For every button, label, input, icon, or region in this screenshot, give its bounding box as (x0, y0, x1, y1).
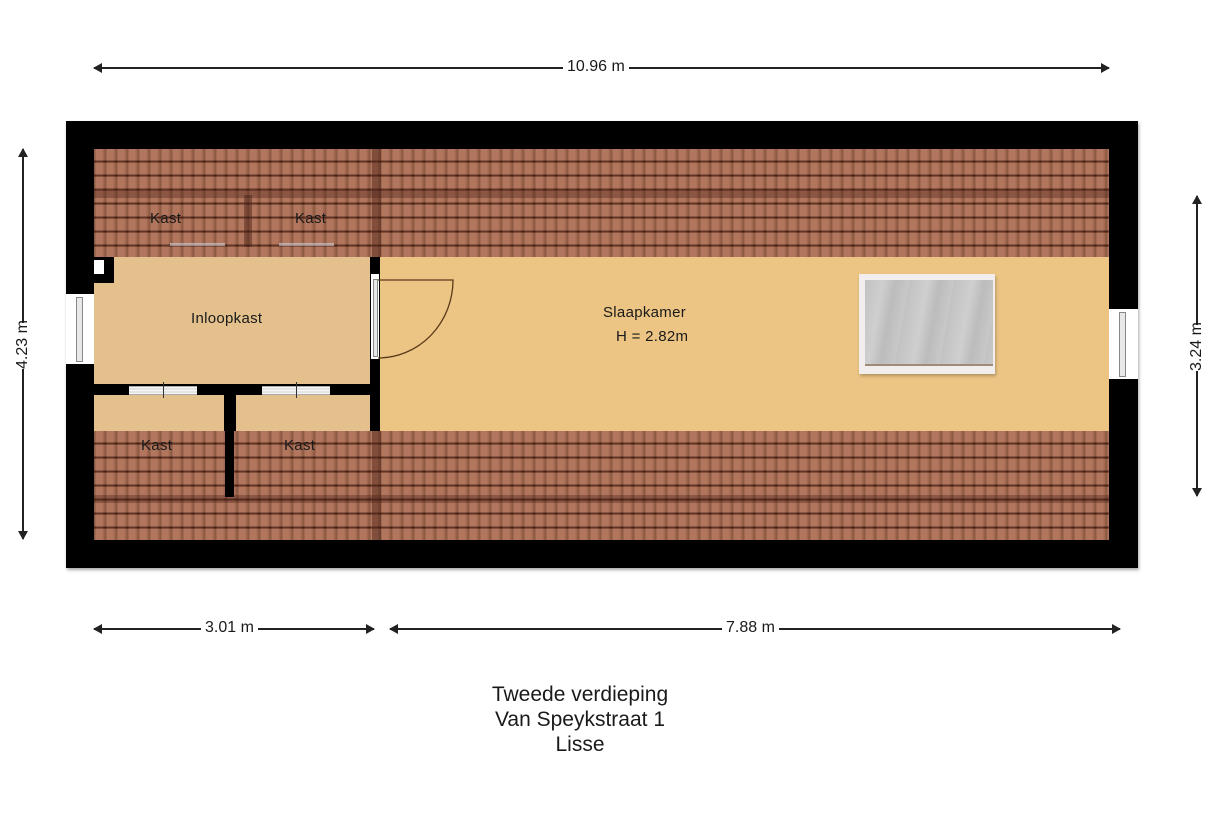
room-label-slaapkamer-height: H = 2.82m (616, 328, 689, 345)
slider-divider (296, 382, 297, 398)
floor-title: Tweede verdieping (491, 683, 669, 706)
skylight-glass (865, 280, 993, 366)
room-label-kast-bottom-left: Kast (141, 437, 173, 454)
room-label-slaapkamer: Slaapkamer (603, 304, 687, 321)
floor-inloopkast (94, 257, 372, 384)
room-label-kast-top-left: Kast (150, 210, 182, 227)
dimension-label-right-depth: 3.24 m (1184, 322, 1210, 371)
floor-slaapkamer (380, 257, 1109, 431)
sliding-door-bottom-right[interactable] (262, 382, 330, 398)
roof-ridge-band-bottom (94, 495, 1109, 503)
floor-kast-bottom-left (94, 395, 224, 431)
sliding-door-bottom-left[interactable] (129, 382, 197, 398)
dimension-label-total-width: 10.96 m (563, 58, 629, 76)
roof-ridge-band-top (94, 190, 1109, 198)
floor-kast-bottom-right (236, 395, 372, 431)
roof-slope-bottom (94, 431, 1109, 540)
chimney-vent (94, 260, 104, 274)
sliding-door-top-left (170, 243, 225, 246)
sliding-door-top-right (279, 243, 334, 246)
dimension-label-left-segment: 3.01 m (201, 619, 258, 637)
window-east[interactable] (1119, 312, 1126, 377)
skylight-window[interactable] (859, 274, 995, 374)
closet-divider-top (244, 195, 252, 247)
city-name: Lisse (555, 733, 605, 756)
wall-closets-horizontal (94, 385, 380, 395)
door-frame (373, 279, 378, 357)
roof-slope-top (94, 149, 1109, 257)
room-label-kast-bottom-right: Kast (284, 437, 316, 454)
window-west[interactable] (76, 297, 83, 362)
dimension-label-right-segment: 7.88 m (722, 619, 779, 637)
plan-caption: Tweede verdieping Van Speykstraat 1 Liss… (430, 682, 730, 757)
roof-seam-bottom (372, 431, 381, 540)
door-swing-arc[interactable] (378, 278, 458, 360)
room-label-inloopkast: Inloopkast (191, 310, 263, 327)
address-line: Van Speykstraat 1 (494, 708, 666, 731)
wall-closets-divider (225, 385, 234, 497)
room-label-kast-top-right: Kast (295, 210, 327, 227)
roof-seam-top (372, 149, 381, 257)
slider-divider (163, 382, 164, 398)
dimension-label-total-depth: 4.23 m (10, 320, 36, 369)
